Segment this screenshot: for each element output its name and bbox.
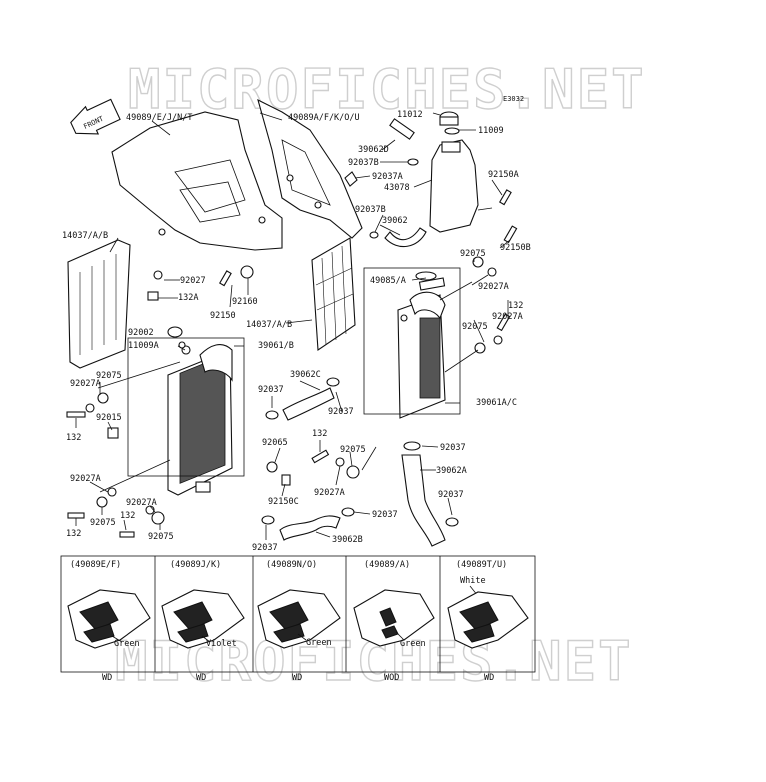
label-132-l2: 132	[66, 529, 81, 539]
label-92027a-c: 92027A	[314, 488, 345, 498]
label-11009: 11009	[478, 126, 504, 136]
label-92075-r1: 92075	[460, 249, 486, 259]
label-132-l1: 132	[66, 433, 81, 443]
variant-region-1: WD	[102, 673, 112, 683]
label-92037b-top: 92037B	[348, 158, 379, 168]
label-92037a-top: 92037A	[372, 172, 403, 182]
radiator-hose-39062c	[265, 377, 340, 421]
leader-lines	[75, 112, 511, 540]
label-92150: 92150	[210, 311, 236, 321]
radiator-left-group-box	[127, 337, 245, 477]
label-39062d: 39062D	[358, 145, 389, 155]
radiator-left	[167, 344, 233, 496]
variant-cell-3: (49089N/O) Green WD	[257, 560, 341, 683]
label-92037b-mid: 92037B	[355, 205, 386, 215]
label-11009a: 11009A	[128, 341, 159, 351]
label-92037-r4: 92037	[438, 490, 464, 500]
label-92075-r2: 92075	[462, 322, 488, 332]
variant-cell-4: (49089/A) Green WOD	[353, 560, 435, 683]
label-49085a: 49085/A	[370, 276, 406, 286]
variant-code-1: (49089E/F)	[70, 560, 121, 570]
label-49089-ejnt: 49089/E/J/N/T	[126, 113, 193, 123]
radiator-louvre-center	[311, 237, 356, 351]
variant-region-4: WOD	[384, 673, 399, 683]
label-132-l3: 132	[120, 511, 135, 521]
label-39061ac: 39061A/C	[476, 398, 517, 408]
label-92075-l2: 92075	[90, 518, 116, 528]
label-92075-l1: 92075	[96, 371, 122, 381]
radiator-right-group-box	[363, 267, 461, 415]
variant-code-2: (49089J/K)	[170, 560, 221, 570]
reservoir-tank	[429, 111, 493, 233]
radiator-shroud-left	[111, 111, 283, 251]
variant-code-4: (49089/A)	[364, 560, 410, 570]
label-39061b: 39061/B	[258, 341, 294, 351]
label-39062b: 39062B	[332, 535, 363, 545]
label-92065: 92065	[262, 438, 288, 448]
label-92037-r3: 92037	[440, 443, 466, 453]
label-92015: 92015	[96, 413, 122, 423]
label-92160: 92160	[232, 297, 258, 307]
variant-region-2: WD	[196, 673, 206, 683]
label-39062-top: 39062	[382, 216, 408, 226]
label-92075-l3: 92075	[148, 532, 174, 542]
variant-color-3: Green	[306, 638, 332, 648]
variant-region-3: WD	[292, 673, 302, 683]
label-92150a: 92150A	[488, 170, 519, 180]
variants-table: (49089E/F) Green WD (49089J/K) Violet WD…	[60, 555, 536, 683]
variant-code-5: (49089T/U)	[456, 560, 507, 570]
label-92075-c: 92075	[340, 445, 366, 455]
variant-cell-2: (49089J/K) Violet WD	[161, 560, 245, 683]
label-92027a-r1: 92027A	[478, 282, 509, 292]
label-132a: 132A	[178, 293, 198, 303]
variant-cell-5: (49089T/U) White WD	[447, 560, 529, 683]
label-92037-b: 92037	[252, 543, 278, 553]
label-92002: 92002	[128, 328, 154, 338]
variant-color-2: Violet	[206, 639, 237, 649]
label-14037ab-mid: 14037/A/B	[246, 320, 292, 330]
label-92027a-l3: 92027A	[126, 498, 157, 508]
label-39062a: 39062A	[436, 466, 467, 476]
hardware-parts	[66, 189, 518, 538]
label-92027-top: 92027	[180, 276, 206, 286]
label-14037ab-left: 14037/A/B	[62, 231, 108, 241]
label-92037-c3: 92037	[372, 510, 398, 520]
variant-color-1: Green	[114, 639, 140, 649]
radiator-hose-39062a	[401, 441, 459, 547]
variant-color-5: White	[460, 576, 486, 586]
variant-cell-1: (49089E/F) Green WD	[67, 560, 151, 683]
label-11012: 11012	[397, 110, 423, 120]
part-labels: 11012 11009 49089/E/J/N/T 49089A/F/K/O/U…	[62, 110, 531, 553]
label-92027a-l1: 92027A	[70, 379, 101, 389]
variant-color-4: Green	[400, 639, 426, 649]
radiator-hose-39062b	[261, 507, 355, 541]
radiator-guard-left	[67, 239, 131, 369]
label-92037-c1: 92037	[258, 385, 284, 395]
breather-hose	[344, 118, 427, 248]
label-132-c: 132	[312, 429, 327, 439]
front-arrow-icon: FRONT	[70, 98, 121, 135]
label-92027a-r2: 92027A	[492, 312, 523, 322]
radiator-right	[397, 277, 446, 419]
label-132-r: 132	[508, 301, 523, 311]
label-92150c: 92150C	[268, 497, 299, 507]
diagram-code: E3032	[503, 95, 524, 103]
label-92027a-l2: 92027A	[70, 474, 101, 484]
label-49089a-fkou: 49089A/F/K/O/U	[288, 113, 360, 123]
watermark-top: MICROFICHES.NET	[128, 58, 646, 121]
variant-code-3: (49089N/O)	[266, 560, 317, 570]
variant-region-5: WD	[484, 673, 494, 683]
label-39062c: 39062C	[290, 370, 321, 380]
radiator-shroud-right	[257, 98, 363, 239]
label-92150b: 92150B	[500, 243, 531, 253]
label-92037-c2: 92037	[328, 407, 354, 417]
label-43078: 43078	[384, 183, 410, 193]
